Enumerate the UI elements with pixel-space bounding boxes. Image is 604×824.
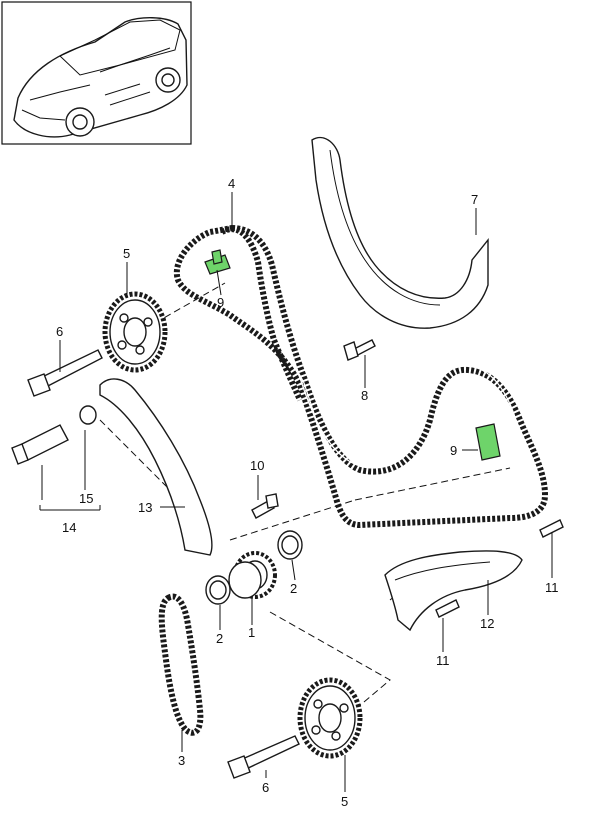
crankshaft-sprocket [228,551,277,599]
callout-12: 12 [480,616,494,631]
callout-10: 10 [250,458,264,473]
callout-9-upper: 9 [217,295,224,310]
callout-6-upper: 6 [56,324,63,339]
callout-13: 13 [138,500,152,515]
vehicle-thumbnail [1,1,192,145]
washer-left [205,575,231,605]
callout-2-left: 2 [216,631,223,646]
callout-5-lower: 5 [341,794,348,809]
guide-bolt [343,339,376,361]
chain-link-highlight-upper [204,249,231,275]
rail-bolt [251,493,279,519]
sprocket-bolt-lower [227,735,300,779]
guide-bolt-upper [539,519,564,538]
chain-tensioner [11,405,97,465]
callout-14: 14 [62,520,76,535]
chain-guide-upper [311,136,489,329]
sprocket-bolt-upper [27,349,103,397]
callout-3: 3 [178,753,185,768]
oil-pump-chain [158,593,204,736]
camshaft-sprocket-upper [102,291,168,373]
callout-6-lower: 6 [262,780,269,795]
callout-5-upper: 5 [123,246,130,261]
chain-link-highlight-right [475,423,501,461]
washer-right [277,530,303,560]
callout-8: 8 [361,388,368,403]
callout-11-upper: 11 [545,580,559,595]
callout-11-lower: 11 [436,653,450,668]
main-timing-chain [173,225,548,528]
tensioner-rail [99,378,213,556]
chain-guide-lower [384,550,523,632]
callout-15: 15 [79,491,93,506]
callout-7: 7 [471,192,478,207]
guide-bolt-lower [435,599,460,618]
callout-1: 1 [248,625,255,640]
callout-2-right: 2 [290,581,297,596]
callout-4: 4 [228,176,235,191]
callout-9-right: 9 [450,443,457,458]
callout-labels: 4 5 6 7 8 9 9 10 13 15 14 2 1 2 3 11 12 … [56,176,559,809]
camshaft-sprocket-lower [297,677,363,759]
leader-lines [39,192,553,792]
